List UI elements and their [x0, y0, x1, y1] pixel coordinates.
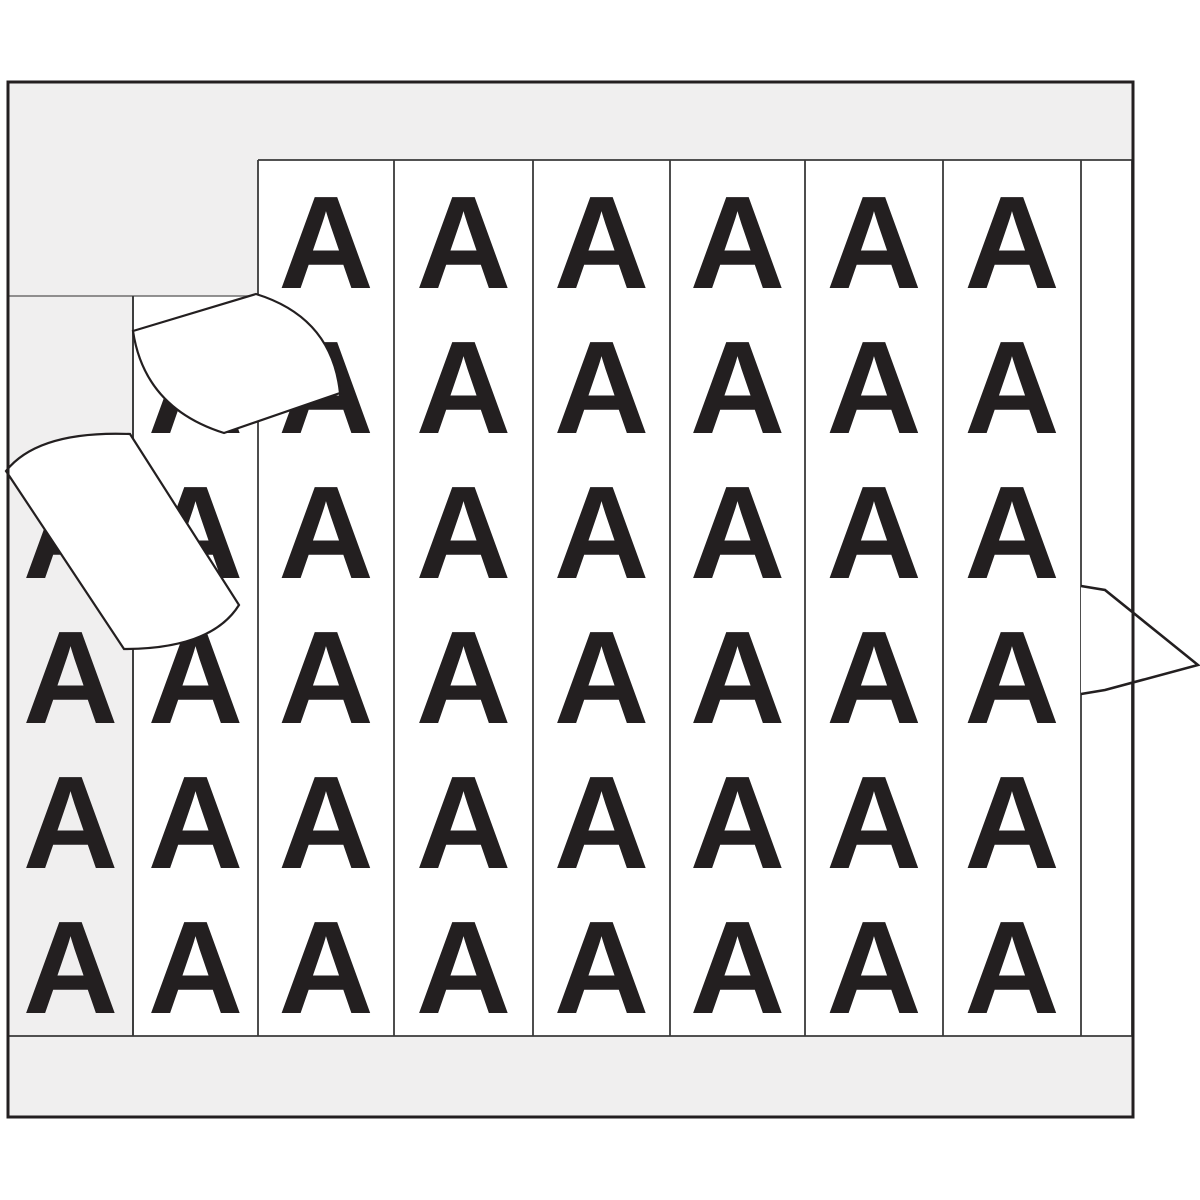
peeling-label-upper-face[interactable] [131, 292, 342, 435]
label-letter: A [23, 894, 118, 1041]
label-letter: A [690, 169, 785, 316]
label-letter: A [23, 604, 118, 751]
label-letter: A [690, 459, 785, 606]
label-letter: A [690, 314, 785, 461]
label-letter: A [554, 169, 649, 316]
label-letter: A [278, 894, 373, 1041]
label-letter: A [278, 749, 373, 896]
label-letter: A [148, 749, 243, 896]
label-letter: A [416, 749, 511, 896]
label-letter: A [826, 749, 921, 896]
label-letter: A [690, 749, 785, 896]
label-letter: A [964, 604, 1059, 751]
label-letter: A [416, 169, 511, 316]
peeling-label-lower-face[interactable] [4, 432, 241, 651]
backing-panel-top-left [8, 82, 258, 296]
sheet-outer-border [6, 80, 1135, 1119]
label-letter: A [278, 604, 373, 751]
label-letter: A [554, 459, 649, 606]
peeling-label-lower[interactable] [4, 432, 241, 651]
label-letter: A [554, 749, 649, 896]
label-letter: A [416, 894, 511, 1041]
label-letter: A [416, 604, 511, 751]
label-letter: A [964, 749, 1059, 896]
label-letter: A [278, 169, 373, 316]
peeling-label-upper[interactable] [131, 292, 342, 435]
label-letter: A [23, 749, 118, 896]
label-letter: A [278, 459, 373, 606]
label-letter: A [690, 604, 785, 751]
label-letter: A [964, 459, 1059, 606]
label-letter: A [554, 894, 649, 1041]
label-letter: A [826, 459, 921, 606]
label-letter: A [964, 169, 1059, 316]
label-letter: A [826, 314, 921, 461]
exposed-backing-panels [8, 82, 258, 1036]
backing-panel-left [8, 296, 133, 1036]
label-letter: A [690, 894, 785, 1041]
die-cut-zigzag-notch [1080, 584, 1200, 696]
label-letter: A [826, 894, 921, 1041]
label-letter: A [416, 459, 511, 606]
label-letter: A [826, 169, 921, 316]
label-letter: A [554, 604, 649, 751]
label-letter: A [148, 894, 243, 1041]
label-letter: A [554, 314, 649, 461]
label-letter: A [826, 604, 921, 751]
label-letter: A [964, 314, 1059, 461]
label-letter: A [416, 314, 511, 461]
label-letter: A [964, 894, 1059, 1041]
